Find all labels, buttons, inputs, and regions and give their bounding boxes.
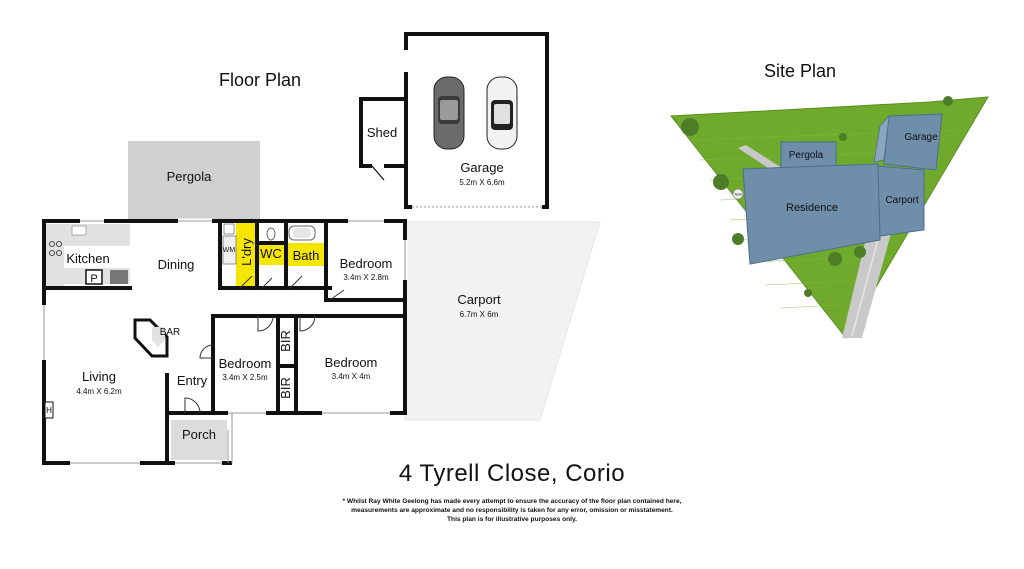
site-plan-title: Site Plan [764,61,836,81]
disclaimer-line: * Whilst Ray White Geelong has made ever… [342,498,682,505]
washing-machine [222,235,237,265]
heater-label: H [46,406,52,415]
disclaimer-line: This plan is for illustrative purposes o… [447,516,577,523]
kitchen-label: Kitchen [66,251,109,266]
bedroom1-label: Bedroom [340,256,393,271]
bedroom3-dims: 3.4m X 4m [332,372,371,381]
carport-dims: 6.7m X 6m [460,310,499,319]
property-address: 4 Tyrell Close, Corio [398,460,626,487]
floor-plan-title: Floor Plan [219,70,301,90]
bar-label: BAR [160,327,181,338]
carport-area [404,221,601,421]
shed-room [359,97,408,168]
bedroom2-dims: 3.4m X 2.5m [222,373,268,382]
car-icon [486,76,518,150]
site-pergola-label: Pergola [789,150,824,161]
porch-label: Porch [182,427,216,442]
fridge-icon [110,270,128,284]
door-swings [184,275,345,414]
wc-label: WC [260,246,282,261]
bath-room [286,243,326,266]
site-residence-label: Residence [786,202,838,214]
shed-label: Shed [367,125,397,140]
site-shed [873,114,890,163]
living-label: Living [82,369,116,384]
toilet-icon [266,227,276,241]
carport-label: Carport [457,292,501,307]
pergola-label: Pergola [167,169,213,184]
entry-label: Entry [177,373,208,388]
sink-icon [71,225,87,236]
site-carport-label: Carport [885,195,919,206]
car-icon [433,76,465,150]
garage-label: Garage [460,160,503,175]
disclaimer: * Whilst Ray White Geelong has made ever… [262,497,762,524]
stove-icon [49,241,62,256]
windows [41,218,408,466]
bedroom2-label: Bedroom [219,356,272,371]
water-tank-icon [732,188,744,200]
dining-label: Dining [158,257,195,272]
driveway [842,230,892,338]
wc-room [257,243,285,265]
laundry-label: L'dry [239,238,254,266]
bir1-label: BIR [278,330,293,352]
heater-icon [44,401,54,419]
garage-dims: 5.2m X 6.6m [459,178,505,187]
bedroom3-label: Bedroom [325,355,378,370]
wm-label: WM [223,247,236,254]
laundry-trough-icon [223,223,235,235]
site-tank-label: Tank [734,193,742,197]
site-garage-label: Garage [904,132,938,143]
disclaimer-line: measurements are approximate and no resp… [351,507,673,514]
living-dims: 4.4m X 6.2m [76,387,122,396]
pergola-area [128,141,260,221]
site-carport [877,165,925,237]
path [738,145,782,172]
bir2-label: BIR [278,377,293,399]
bedroom1-dims: 3.4m X 2.8m [343,273,389,282]
pantry-label: P [90,273,97,285]
laundry-room [236,222,257,286]
bath-label: Bath [293,248,320,263]
porch-area [171,420,227,460]
kitchen-bench [46,224,130,246]
site-residence [742,163,881,265]
